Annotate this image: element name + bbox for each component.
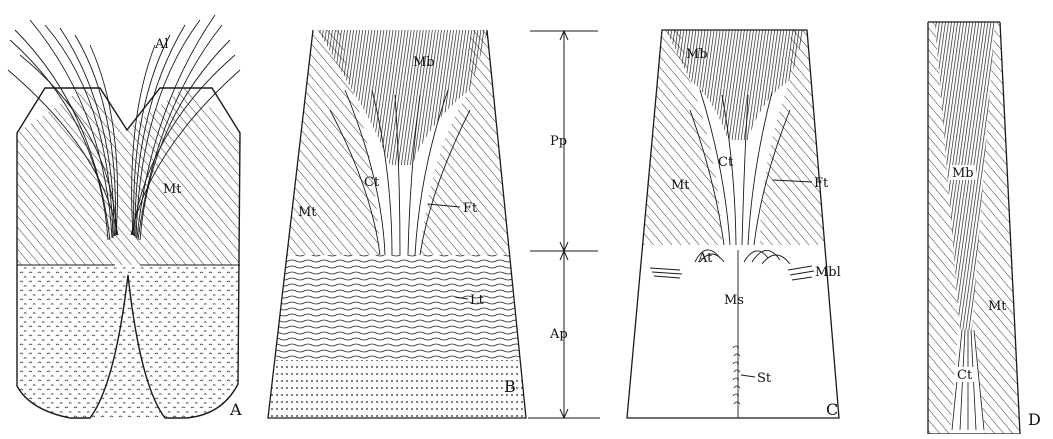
- label-ct: Ct: [957, 368, 973, 383]
- label-ft: Ft: [463, 201, 478, 216]
- label-mt: Mt: [988, 299, 1007, 314]
- panel-c: Mb Ct Mt Ft At Mbl Ms St C: [627, 30, 841, 425]
- scale-label-lower: Ap: [549, 327, 568, 342]
- label-mt: Mt: [163, 182, 182, 197]
- label-ft: Ft: [814, 176, 829, 191]
- panel-letter-d: D: [1028, 410, 1041, 429]
- label-at: At: [697, 251, 713, 266]
- label-mb: Mb: [952, 166, 974, 181]
- label-lt: Lt: [470, 293, 485, 308]
- label-mb: Mb: [413, 55, 435, 70]
- panel-d: Mb Mt Ct D: [928, 22, 1041, 434]
- panel-a: Al Mt A: [8, 15, 242, 425]
- panel-letter-b: B: [504, 377, 516, 396]
- panel-letter-a: A: [229, 400, 242, 419]
- label-st: St: [757, 371, 772, 386]
- label-ct: Ct: [364, 175, 380, 190]
- label-ct: Ct: [718, 155, 734, 170]
- label-mt: Mt: [671, 178, 690, 193]
- panel-letter-c: C: [826, 400, 838, 419]
- scale-label-upper: Pp: [550, 134, 567, 149]
- label-al: Al: [154, 37, 169, 52]
- label-mb: Mb: [686, 47, 708, 62]
- label-mt: Mt: [298, 205, 317, 220]
- scale-bar: [528, 31, 600, 418]
- panel-b: Mb Ct Ft Mt Lt B: [268, 30, 526, 420]
- label-mbl: Mbl: [815, 265, 841, 280]
- label-ms: Ms: [724, 293, 744, 308]
